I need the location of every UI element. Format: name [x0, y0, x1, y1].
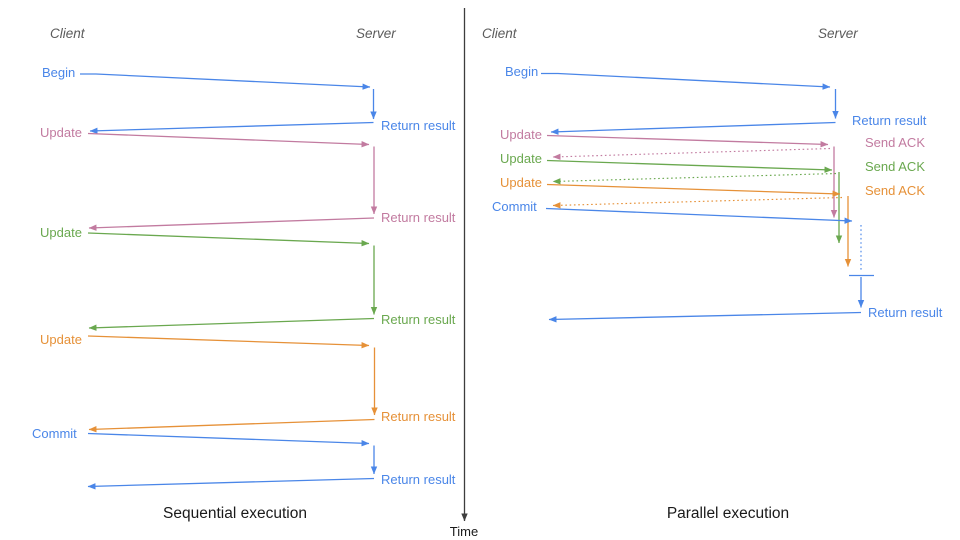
message-label: Update [500, 175, 542, 190]
response-arrow [88, 418, 375, 433]
message-label: Update [40, 125, 82, 140]
response-arrow [87, 477, 375, 490]
message-label: Update [40, 332, 82, 347]
response-arrow [88, 217, 375, 231]
ack-dotted-arrow [552, 172, 837, 185]
sequential-server-header: Server [356, 26, 396, 41]
parallel-diagram: Client Server Begin Return result Update… [482, 26, 943, 522]
parallel-message-commit: Commit Return result [492, 199, 943, 323]
response-arrow [88, 317, 375, 331]
sequential-client-header: Client [50, 26, 86, 41]
ack-label: Send ACK [865, 159, 925, 174]
request-arrow [87, 232, 370, 247]
parallel-message-update-2: Update Send ACK [500, 151, 925, 244]
parallel-server-header: Server [818, 26, 858, 41]
request-arrow [80, 73, 371, 90]
response-arrow [548, 311, 862, 323]
request-arrow [87, 132, 370, 148]
sequential-message-update-1: Update Return result [40, 125, 456, 231]
response-label: Return result [381, 409, 456, 424]
sequential-diagram: Client Server Begin Return result Update… [32, 26, 456, 522]
sequential-message-begin: Begin Return result [42, 65, 456, 134]
sequential-message-update-3: Update Return result [40, 332, 456, 433]
request-arrow [546, 183, 841, 197]
message-label: Commit [32, 426, 77, 441]
request-arrow [546, 134, 829, 148]
request-arrow [545, 207, 853, 224]
parallel-client-header: Client [482, 26, 518, 41]
time-axis: Time [450, 8, 478, 539]
ack-dotted-arrow [552, 196, 843, 209]
parallel-title: Parallel execution [667, 505, 789, 522]
message-label: Update [500, 127, 542, 142]
message-label: Begin [505, 64, 538, 79]
response-label: Return result [381, 210, 456, 225]
message-label: Update [500, 151, 542, 166]
parallel-message-update-1: Update Send ACK [500, 127, 925, 218]
response-label: Return result [868, 305, 943, 320]
message-label: Commit [492, 199, 537, 214]
response-label: Return result [381, 118, 456, 133]
parallel-message-begin: Begin Return result [505, 64, 927, 135]
response-label: Return result [381, 472, 456, 487]
request-arrow [87, 335, 370, 349]
time-axis-label: Time [450, 524, 478, 539]
response-arrow [550, 121, 836, 135]
response-label: Return result [852, 113, 927, 128]
request-arrow [87, 432, 370, 447]
request-arrow [541, 72, 831, 90]
request-arrow [546, 159, 833, 173]
response-label: Return result [381, 312, 456, 327]
ack-label: Send ACK [865, 183, 925, 198]
message-label: Begin [42, 65, 75, 80]
response-arrow [89, 121, 374, 134]
message-label: Update [40, 225, 82, 240]
ack-dotted-arrow [552, 147, 831, 160]
ack-label: Send ACK [865, 135, 925, 150]
sequential-message-commit: Commit Return result [32, 426, 456, 490]
sequential-title: Sequential execution [163, 505, 307, 522]
sequential-message-update-2: Update Return result [40, 225, 456, 331]
parallel-message-update-3: Update Send ACK [500, 175, 925, 267]
